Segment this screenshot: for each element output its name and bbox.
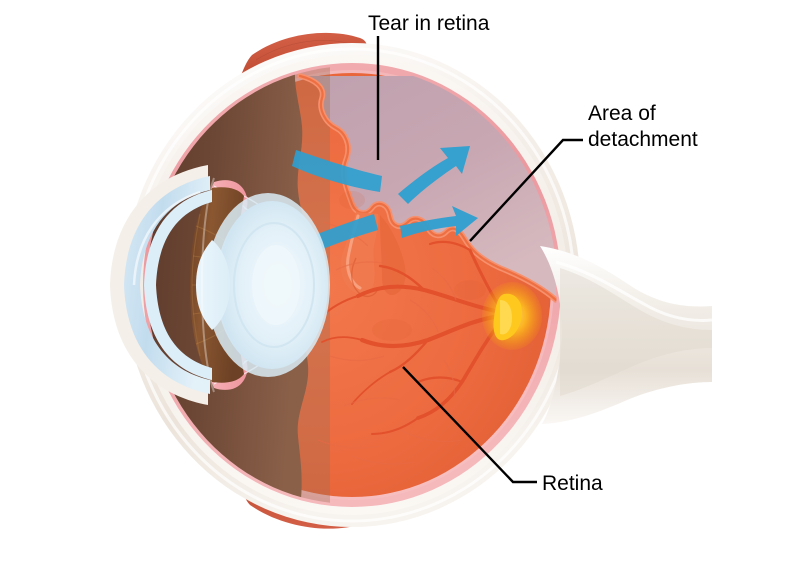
area-of-detachment-fluid	[300, 76, 556, 300]
cornea-outer	[110, 165, 208, 405]
fluid-arrow-left-upper	[292, 150, 382, 192]
leader-line-retina	[402, 366, 537, 484]
fluid-arrow-right-upper	[398, 146, 470, 204]
optic-disc	[482, 282, 542, 350]
detached-retina-edge-core	[298, 74, 557, 302]
lens-inner-ring	[233, 222, 315, 348]
retinal-tear-flap-tip	[351, 257, 379, 298]
subretinal-fluid-flow-arrows	[288, 146, 478, 262]
label-area-of-detachment-line2: detachment	[588, 128, 698, 151]
retinal-blood-vessels	[319, 240, 504, 435]
cornea-highlight	[132, 190, 201, 286]
cornea-inner-layer	[144, 190, 212, 380]
retina-texture	[339, 191, 486, 341]
cornea	[124, 176, 210, 394]
optic-nerve-highlight	[555, 260, 713, 322]
label-area-of-detachment-line1: Area of	[588, 102, 656, 125]
retina-fold-shadow	[380, 215, 406, 296]
label-retina: Retina	[542, 472, 603, 495]
label-tear-in-retina: Tear in retina	[368, 12, 490, 35]
leader-line-area-of-detachment	[469, 138, 583, 242]
lens-nucleus	[252, 245, 300, 325]
optic-nerve-shadow	[560, 268, 712, 396]
anterior-chamber	[196, 240, 230, 330]
fluid-arrow-right-lower	[400, 206, 478, 238]
retinal-capillaries	[317, 221, 463, 465]
optic-nerve	[540, 246, 713, 424]
cornea-group	[110, 165, 212, 405]
iris-detail	[191, 213, 201, 357]
